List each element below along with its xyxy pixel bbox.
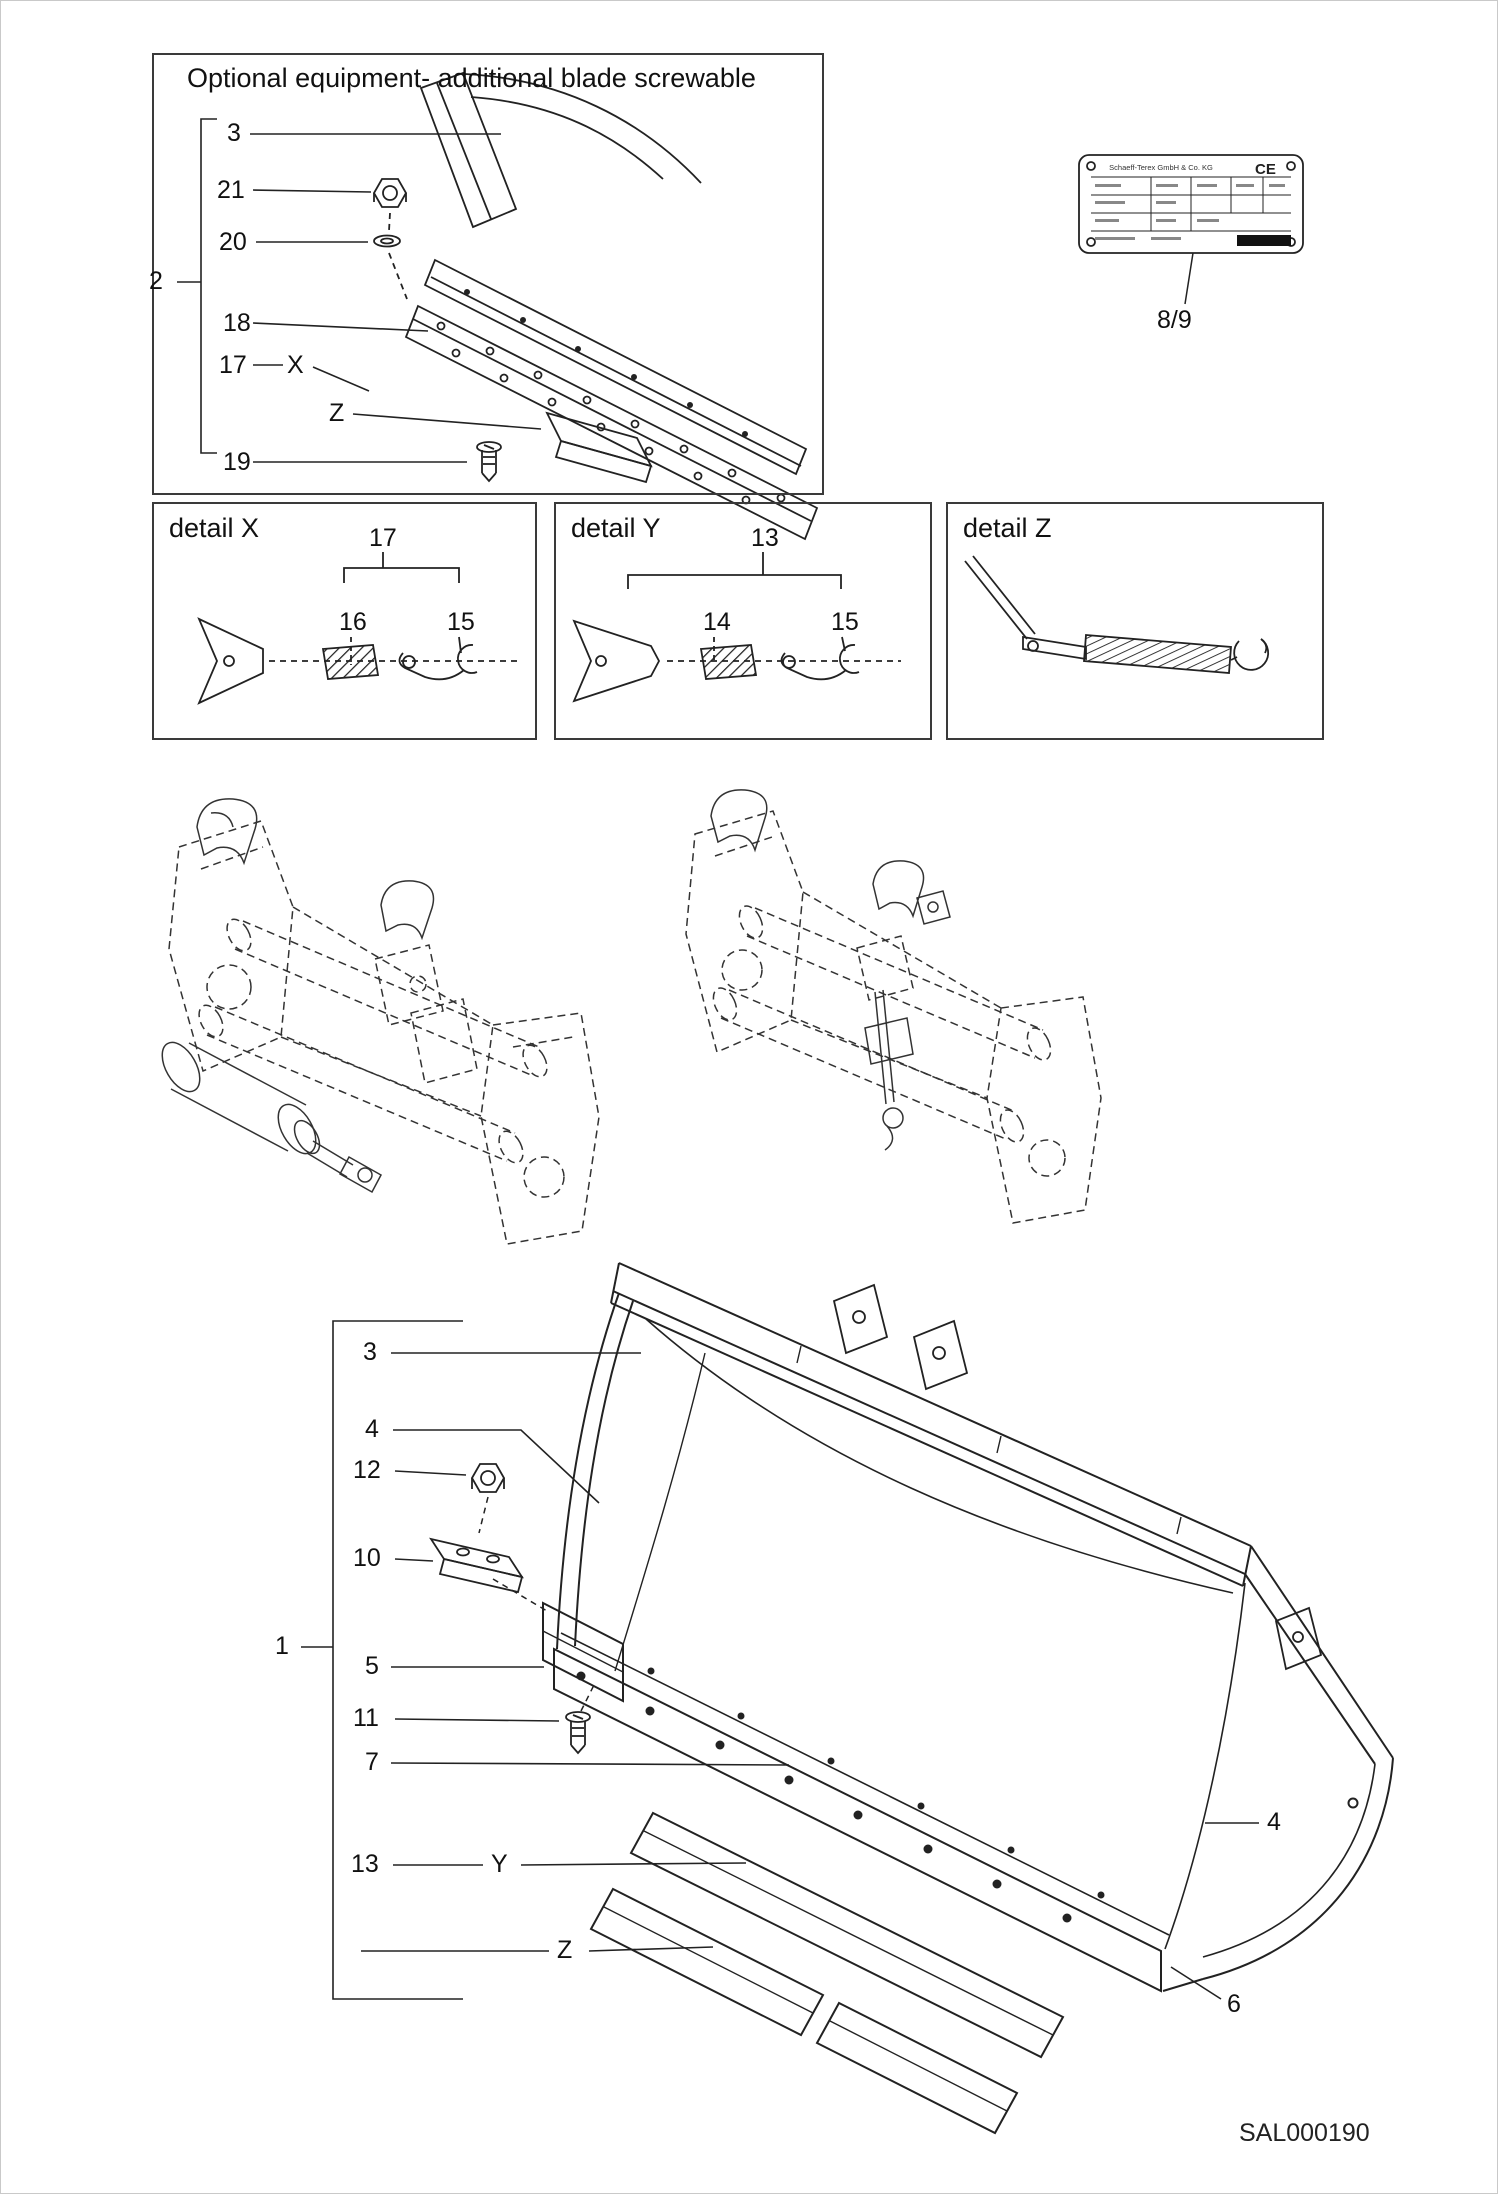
blade-strip-z — [589, 1887, 1019, 2135]
callout-19: 19 — [223, 448, 251, 476]
ce-mark: CE — [1255, 161, 1276, 178]
frame-left-solid-parts — [161, 798, 435, 1194]
callout-ref-x: X — [287, 351, 304, 379]
tension-spring — [1083, 634, 1232, 674]
spring-pin-16 — [321, 644, 380, 680]
retainer-hook-15-y — [780, 644, 860, 681]
screw-19-drawing — [476, 441, 502, 483]
callout-17-detail-x: 17 — [369, 524, 397, 552]
callout-10: 10 — [353, 1544, 381, 1572]
callout-ref-z-bucket: Z — [557, 1936, 573, 1964]
detail-z-drawing — [964, 555, 1270, 674]
quick-attach-frame-right-drawing — [685, 789, 1102, 1224]
callout-7: 7 — [365, 1748, 379, 1776]
corner-panel-5 — [542, 1601, 624, 1703]
additional-blade-drawing — [372, 71, 819, 541]
nameplate-text-stubs — [1095, 184, 1285, 240]
frame-right-solid-parts — [710, 789, 951, 1151]
callout-4-right: 4 — [1267, 1808, 1281, 1836]
callout-ref-y: Y — [491, 1850, 508, 1878]
quick-attach-frame-left-drawing — [161, 798, 600, 1245]
callout-18: 18 — [223, 309, 251, 337]
callout-21: 21 — [217, 176, 245, 204]
callout-ref-z-blade: Z — [329, 399, 345, 427]
callout-8-9: 8/9 — [1157, 306, 1192, 334]
callout-15-detail-x: 15 — [447, 608, 475, 636]
bucket-drawing — [429, 1262, 1394, 2135]
spring-pin-14 — [699, 644, 758, 680]
nameplate-manufacturer: Schaeff-Terex GmbH & Co. KG — [1109, 163, 1213, 172]
detail-z-box — [946, 502, 1324, 740]
frame-left-dashed-structure — [168, 820, 600, 1245]
upper-blade-bolt-dots — [464, 289, 748, 437]
nut-12-drawing — [470, 1463, 506, 1493]
detail-x-drawing — [197, 552, 521, 705]
optional-blade-box — [152, 53, 824, 495]
detail-z-title: detail Z — [963, 513, 1052, 543]
callout-13-bucket: 13 — [351, 1850, 379, 1878]
callout-14: 14 — [703, 608, 731, 636]
blade-corner-bracket-y — [572, 619, 661, 703]
callout-2: 2 — [149, 267, 163, 295]
additional-blade-leader-lines — [177, 118, 542, 463]
detail-y-title: detail Y — [571, 513, 661, 543]
nut-21-drawing — [372, 178, 408, 208]
detail-y-box — [554, 502, 932, 740]
callout-20: 20 — [219, 228, 247, 256]
callout-13-detail-y: 13 — [751, 524, 779, 552]
hydraulic-cylinder — [161, 1041, 383, 1194]
made-in-germany-band — [1237, 235, 1291, 246]
blade-corner-bracket — [197, 617, 264, 705]
clamp-z-drawing — [545, 411, 653, 484]
drawing-code: SAL000190 — [1239, 2119, 1370, 2147]
bucket-mounting-lugs — [832, 1283, 1323, 1671]
clamp-10-drawing — [429, 1537, 524, 1594]
callout-3-bucket: 3 — [363, 1338, 377, 1366]
callout-16: 16 — [339, 608, 367, 636]
callout-6: 6 — [1227, 1990, 1241, 2018]
detail-x-title: detail X — [169, 513, 260, 543]
blade-strip-y — [629, 1811, 1065, 2059]
callout-3-blade: 3 — [227, 119, 241, 147]
callout-17-blade: 17 — [219, 351, 247, 379]
frame-right-dashed-structure — [685, 810, 1102, 1224]
nameplate-drawing: Schaeff-Terex GmbH & Co. KG CE — [1078, 154, 1304, 305]
callout-1: 1 — [275, 1632, 289, 1660]
callout-12: 12 — [353, 1456, 381, 1484]
callout-15-detail-y: 15 — [831, 608, 859, 636]
detail-x-box — [152, 502, 537, 740]
washer-20-drawing — [373, 234, 401, 248]
callout-4-left: 4 — [365, 1415, 379, 1443]
callout-11: 11 — [353, 1704, 379, 1732]
detail-y-drawing — [572, 552, 901, 703]
bucket-leader-lines — [301, 1320, 1259, 2000]
screw-11-drawing — [565, 1711, 591, 1755]
callout-5: 5 — [365, 1652, 379, 1680]
retainer-hook-15 — [398, 644, 478, 681]
assembly-dashed-lines — [478, 1496, 596, 1712]
optional-blade-box-title: Optional equipment- additional blade scr… — [187, 63, 756, 93]
spring-hook-ring — [1233, 638, 1270, 671]
